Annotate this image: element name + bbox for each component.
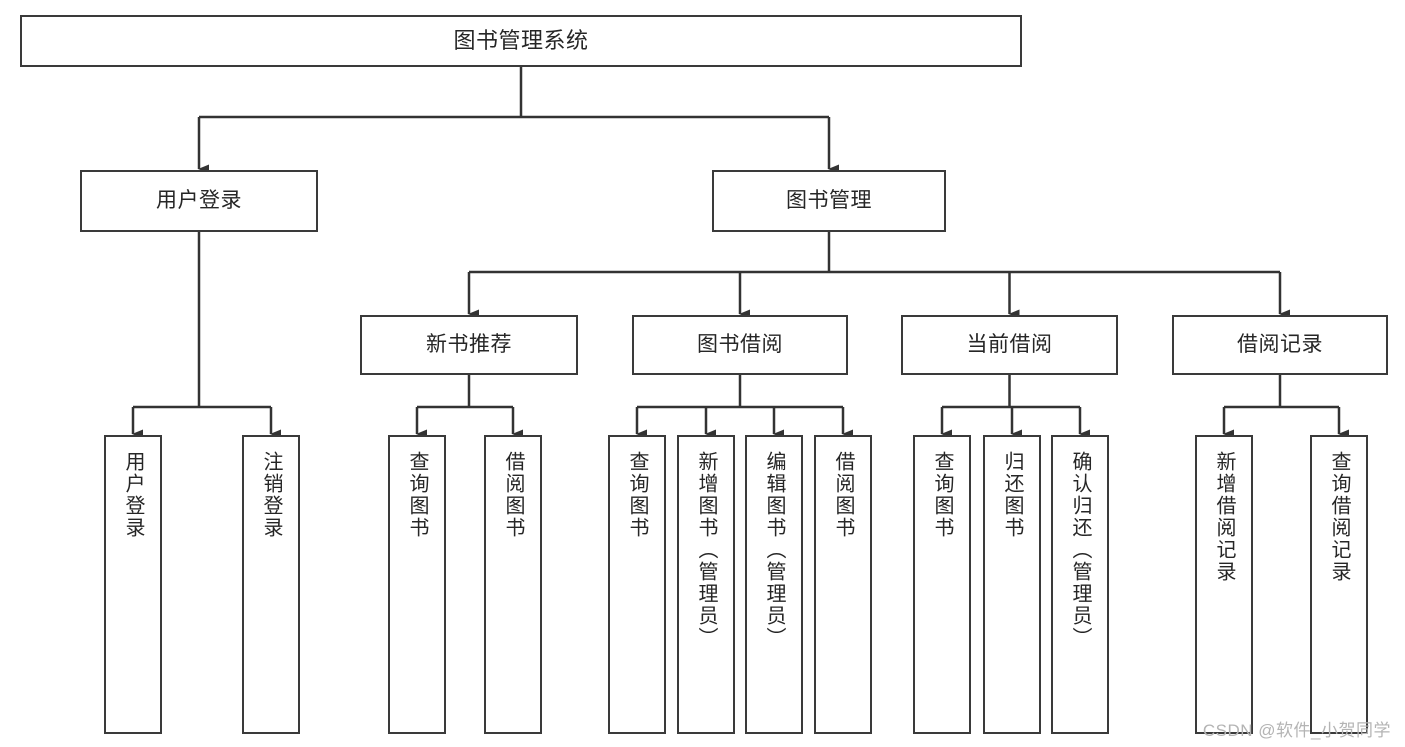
node-label: 查询图书 xyxy=(406,451,428,539)
leaf-return-books[interactable]: 归还图书 xyxy=(983,435,1041,734)
node-label: 确认归还（管理员） xyxy=(1069,451,1091,649)
node-label: 查询图书 xyxy=(931,451,953,539)
leaf-borrow-books[interactable]: 借阅图书 xyxy=(814,435,872,734)
leaf-borrow-books-recommendation[interactable]: 借阅图书 xyxy=(484,435,542,734)
node-label: 查询图书 xyxy=(626,451,648,539)
node-borrowing-records[interactable]: 借阅记录 xyxy=(1172,315,1388,375)
node-root-book-management-system[interactable]: 图书管理系统 xyxy=(20,15,1022,67)
leaf-query-books-recommendation[interactable]: 查询图书 xyxy=(388,435,446,734)
node-user-login[interactable]: 用户登录 xyxy=(80,170,318,232)
leaf-query-books-current[interactable]: 查询图书 xyxy=(913,435,971,734)
node-label: 图书管理 xyxy=(786,188,872,212)
node-label: 新增图书（管理员） xyxy=(695,451,717,649)
node-label: 用户登录 xyxy=(156,188,242,212)
node-label: 查询借阅记录 xyxy=(1328,451,1350,583)
leaf-user-logout[interactable]: 注销登录 xyxy=(242,435,300,734)
leaf-user-login[interactable]: 用户登录 xyxy=(104,435,162,734)
node-book-borrowing[interactable]: 图书借阅 xyxy=(632,315,848,375)
node-label: 图书管理系统 xyxy=(453,28,589,54)
leaf-query-books-borrowing[interactable]: 查询图书 xyxy=(608,435,666,734)
node-label: 当前借阅 xyxy=(966,332,1053,356)
node-label: 借阅图书 xyxy=(832,451,854,539)
node-label: 编辑图书（管理员） xyxy=(763,451,785,649)
node-book-management[interactable]: 图书管理 xyxy=(712,170,946,232)
node-label: 注销登录 xyxy=(260,451,282,539)
leaf-confirm-return-admin[interactable]: 确认归还（管理员） xyxy=(1051,435,1109,734)
node-new-book-recommendation[interactable]: 新书推荐 xyxy=(360,315,578,375)
leaf-add-book-admin[interactable]: 新增图书（管理员） xyxy=(677,435,735,734)
leaf-edit-book-admin[interactable]: 编辑图书（管理员） xyxy=(745,435,803,734)
node-current-borrowing[interactable]: 当前借阅 xyxy=(901,315,1118,375)
node-label: 借阅记录 xyxy=(1237,332,1323,356)
node-label: 借阅图书 xyxy=(502,451,524,539)
connector-layer xyxy=(131,67,1349,439)
leaf-query-borrowing-record[interactable]: 查询借阅记录 xyxy=(1310,435,1368,734)
leaf-add-borrowing-record[interactable]: 新增借阅记录 xyxy=(1195,435,1253,734)
node-label: 归还图书 xyxy=(1001,451,1023,539)
node-label: 图书借阅 xyxy=(697,332,783,356)
node-label: 新增借阅记录 xyxy=(1213,451,1235,583)
node-label: 用户登录 xyxy=(122,451,144,539)
node-label: 新书推荐 xyxy=(426,332,512,356)
